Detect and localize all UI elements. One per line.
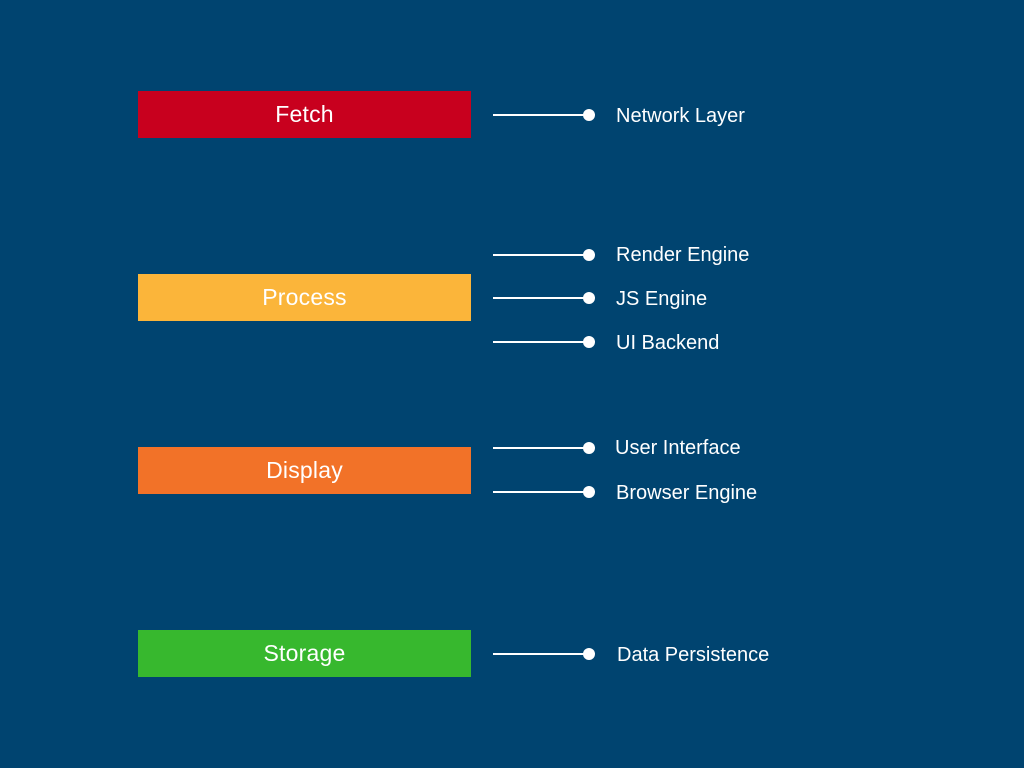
connector-line — [493, 341, 589, 343]
connector-line — [493, 114, 589, 116]
stage-label-process: Process — [262, 284, 347, 310]
component-js-engine: JS Engine — [616, 288, 708, 310]
connector-icon — [493, 336, 595, 348]
connector-dot-icon — [583, 648, 595, 660]
connector-line — [493, 653, 589, 655]
connector-icon — [493, 442, 595, 454]
connector-line — [493, 491, 589, 493]
connector-icon — [493, 486, 595, 498]
component-render-engine: Render Engine — [616, 244, 750, 266]
component-ui-backend: UI Backend — [616, 332, 720, 354]
connector-dot-icon — [583, 336, 595, 348]
connector-dot-icon — [583, 486, 595, 498]
connector-icon — [493, 648, 595, 660]
component-browser-engine: Browser Engine — [616, 482, 758, 504]
connector-dot-icon — [583, 292, 595, 304]
connector-icon — [493, 292, 595, 304]
connector-icon — [493, 249, 595, 261]
stage-box-display: Display — [138, 447, 471, 494]
connector-line — [493, 297, 589, 299]
stage-box-fetch: Fetch — [138, 91, 471, 138]
component-data-persistence: Data Persistence — [617, 644, 770, 666]
connector-dot-icon — [583, 109, 595, 121]
stage-label-display: Display — [266, 457, 343, 483]
connector-icon — [493, 109, 595, 121]
stage-label-fetch: Fetch — [275, 101, 334, 127]
connector-line — [493, 447, 589, 449]
stage-box-storage: Storage — [138, 630, 471, 677]
stage-box-process: Process — [138, 274, 471, 321]
connector-line — [493, 254, 589, 256]
component-network-layer: Network Layer — [616, 105, 745, 127]
connector-dot-icon — [583, 249, 595, 261]
component-user-interface: User Interface — [615, 437, 741, 459]
connector-dot-icon — [583, 442, 595, 454]
stage-label-storage: Storage — [263, 640, 346, 666]
